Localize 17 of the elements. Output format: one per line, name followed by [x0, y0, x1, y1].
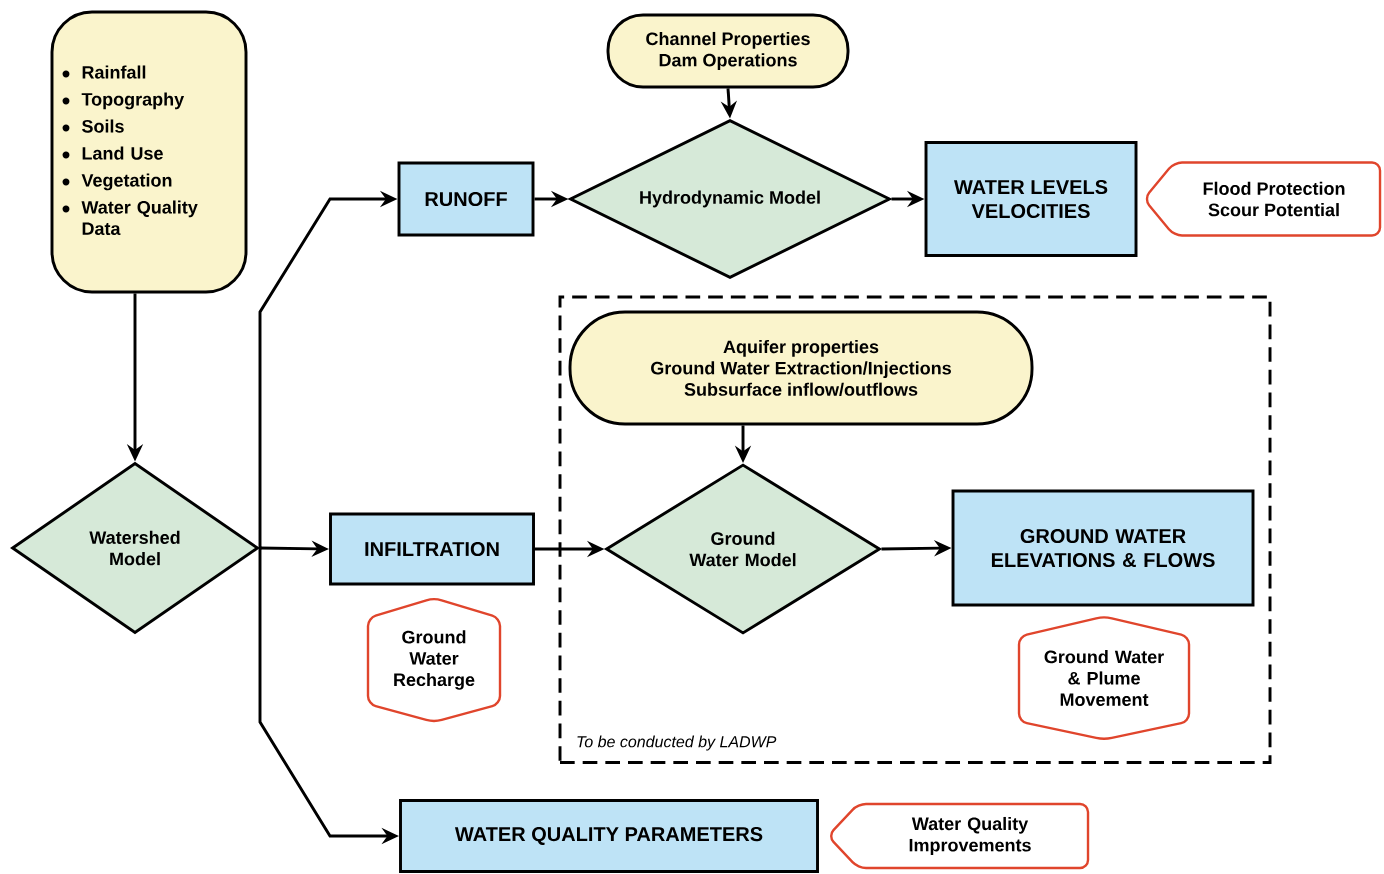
callout: Ground Water & Plume Movement	[1017, 616, 1191, 740]
callout: Ground Water Recharge	[366, 598, 502, 722]
list-item: Water Quality Data	[81, 200, 198, 235]
list-item: Rainfall	[82, 65, 146, 79]
output-box: WATER QUALITY PARAMETERS	[399, 799, 819, 873]
callout: Flood Protection Scour Potential	[1145, 161, 1382, 237]
callout: Water Quality Improvements	[830, 802, 1090, 870]
input-box: Channel Properties Dam Operations	[606, 13, 850, 89]
output-box: RUNOFF	[397, 161, 535, 237]
list-item: Topography	[81, 92, 185, 110]
list-item: Land Use	[82, 146, 163, 160]
input-box: Aquifer properties Ground Water Extraction/Injections Subsurface inflow/outflows	[568, 310, 1034, 426]
list-item: Soils	[82, 119, 124, 133]
output-box: GROUND WATER ELEVATIONS & FLOWS	[951, 489, 1255, 607]
list-item: Vegetation	[81, 173, 172, 191]
output-box: INFILTRATION	[329, 512, 535, 586]
output-box: WATER LEVELS VELOCITIES	[924, 141, 1138, 257]
